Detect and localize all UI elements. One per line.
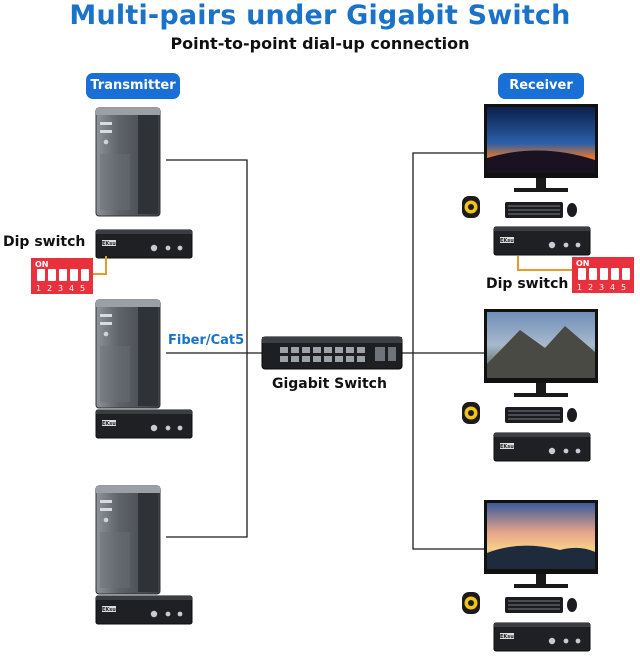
rx-speaker-1 [462, 196, 480, 218]
dip-pos-left-3: 3 [58, 284, 63, 293]
pc-tower-3 [95, 485, 161, 595]
rx-monitor-2 [484, 309, 598, 397]
brand-tx-2: EKsun [102, 421, 120, 427]
fiber-cat5-label: Fiber/Cat5 [168, 333, 245, 348]
rx-bus-line [412, 152, 484, 550]
brand-rx-3: EKsun [500, 634, 518, 640]
dip-on-right: ON [576, 259, 590, 268]
dip-connector-right [517, 256, 574, 271]
dip-on-left: ON [35, 260, 49, 269]
diagram-title: Multi-pairs under Gigabit Switch [69, 0, 571, 31]
rx-keyboard-mouse-2 [505, 407, 577, 423]
dip-switch-label-right: Dip switch [486, 276, 569, 292]
dip-pos-left-5: 5 [80, 284, 85, 293]
rx-monitor-3 [484, 500, 598, 588]
gigabit-switch-device [261, 336, 403, 370]
dip-pos-left-2: 2 [47, 284, 52, 293]
transmitter-label: Transmitter [86, 73, 180, 99]
rx-monitor-1 [484, 104, 598, 192]
connection-lines [166, 152, 484, 550]
dip-switch-label-left: Dip switch [3, 234, 86, 250]
dip-pos-left-4: 4 [69, 284, 74, 293]
dip-pos-left-1: 1 [36, 284, 41, 293]
rx-keyboard-mouse-3 [505, 597, 577, 613]
rx-speaker-2 [462, 402, 480, 424]
dip-connector-left [93, 256, 107, 275]
brand-tx-3: EKsun [102, 607, 120, 613]
brand-rx-1: EKsun [500, 238, 518, 244]
pc-tower-2 [95, 299, 161, 409]
pc-tower-1 [95, 107, 161, 217]
brand-tx-1: EKsun [102, 241, 120, 247]
tx-bus-line [166, 159, 248, 538]
rx-keyboard-mouse-1 [505, 202, 577, 218]
dip-pos-right-5: 5 [621, 283, 626, 292]
rx-speaker-3 [462, 592, 480, 614]
receiver-label: Receiver [498, 73, 584, 99]
dip-pos-right-3: 3 [599, 283, 604, 292]
diagram-subtitle: Point-to-point dial-up connection [170, 34, 470, 53]
brand-rx-2: EKsun [500, 444, 518, 450]
dip-pos-right-2: 2 [588, 283, 593, 292]
dip-pos-right-1: 1 [577, 283, 582, 292]
dip-pos-right-4: 4 [610, 283, 615, 292]
gigabit-switch-label: Gigabit Switch [272, 376, 387, 392]
